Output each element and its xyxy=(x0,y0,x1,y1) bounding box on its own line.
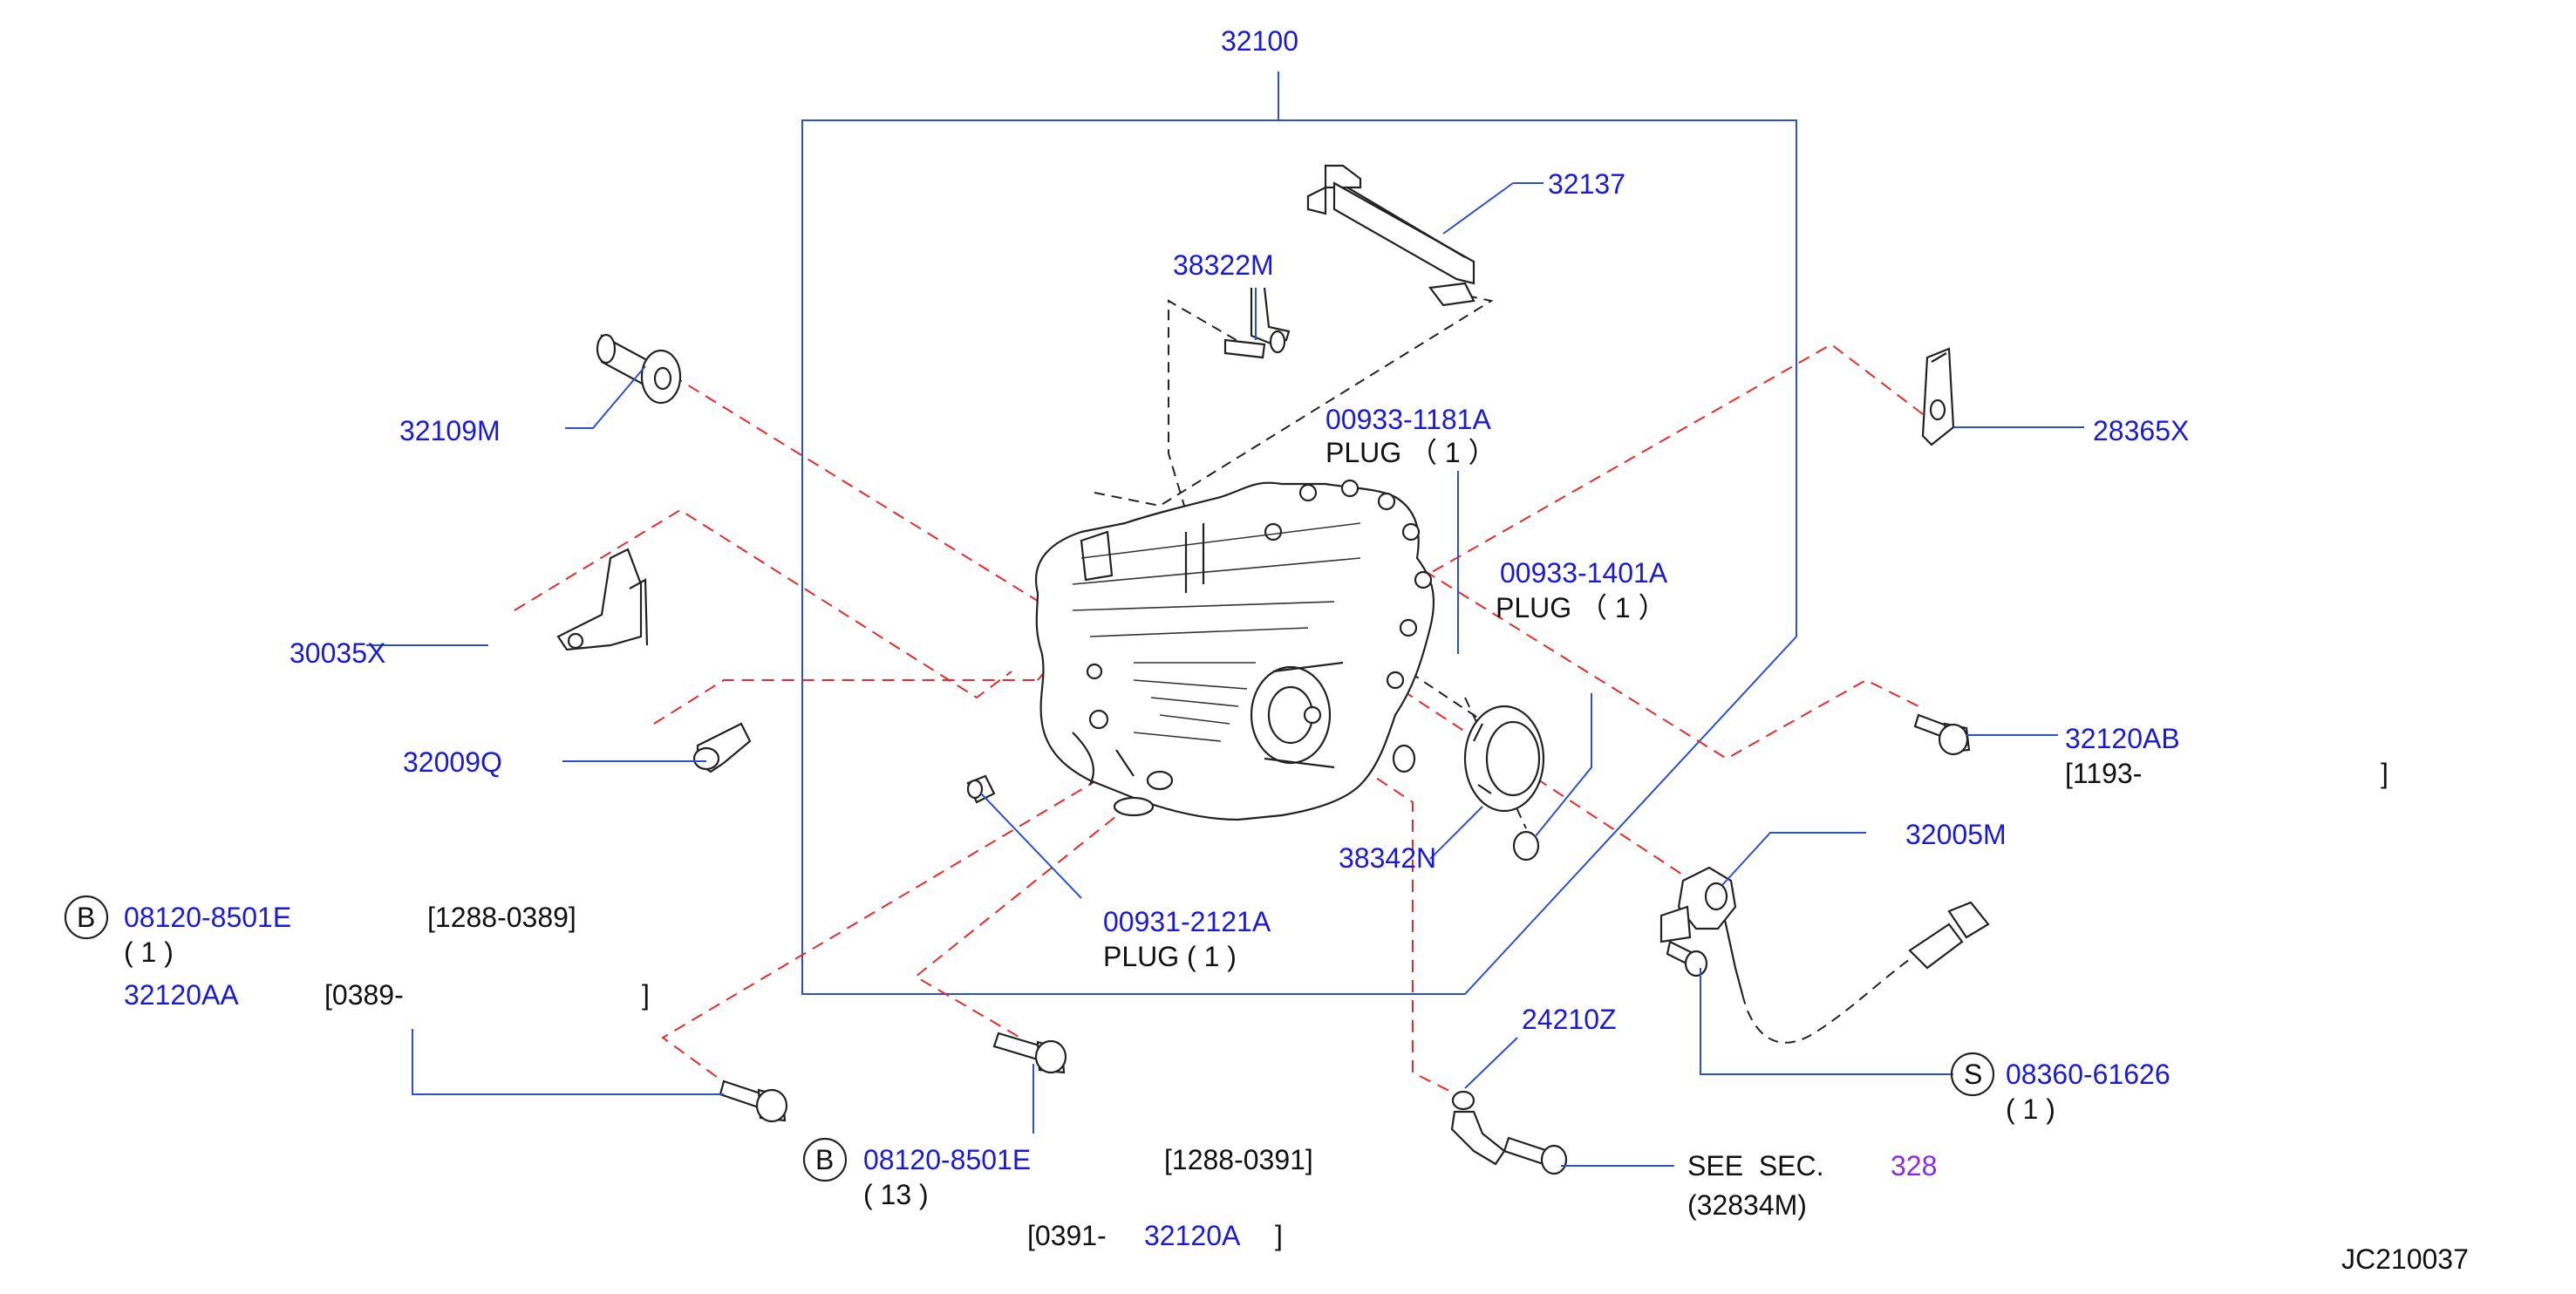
label-32120aa: 32120AA xyxy=(124,979,239,1011)
label-32005m: 32005M xyxy=(1905,819,2007,850)
label-32009q: 32009Q xyxy=(403,746,502,778)
bracket-24210z-drawing xyxy=(1450,1090,1568,1175)
assembly-outline xyxy=(801,72,1797,995)
label-00931-2121a: 00931-2121A xyxy=(1103,906,1271,937)
clip-32009q-drawing xyxy=(692,722,752,773)
bracket-28365x-drawing xyxy=(1921,347,1955,446)
bracket-32137-drawing xyxy=(1306,164,1475,307)
label-32109m: 32109M xyxy=(399,415,501,446)
label-32100: 32100 xyxy=(1221,25,1298,57)
label-32120ab-date: [1193- xyxy=(2065,758,2142,789)
leader-lines xyxy=(366,182,2084,1167)
label-plug-qty-1: PLUG （ 1 ） xyxy=(1325,437,1496,468)
section-ref-link[interactable]: 328 xyxy=(1891,1150,1937,1182)
label-plug-qty-2: PLUG （ 1 ） xyxy=(1496,592,1666,623)
label-30035x: 30035X xyxy=(290,637,385,669)
sensor-32005m-drawing xyxy=(1659,866,1990,1044)
label-32120aa-date-close: ] xyxy=(642,979,650,1011)
label-08120-8501e-a-qty: ( 1 ) xyxy=(124,936,174,968)
bolt-32120ab-drawing xyxy=(1913,713,1971,756)
bolt-lower-center-drawing xyxy=(992,1032,1067,1074)
label-08120-8501e-b-qty: ( 13 ) xyxy=(863,1179,929,1210)
plug-drawings xyxy=(966,744,1540,862)
label-08120-8501e-b-date: [1288-0391] xyxy=(1164,1144,1313,1175)
label-32120a-date: [0391- xyxy=(1027,1220,1107,1251)
screw-marker: S xyxy=(1964,1059,1982,1090)
label-32137: 32137 xyxy=(1548,168,1625,200)
label-32120aa-date: [0389- xyxy=(324,979,404,1011)
oil-seal-38342n-drawing xyxy=(1463,705,1545,813)
bolt-b2-marker: B xyxy=(815,1144,834,1175)
label-08360-61626-qty: ( 1 ) xyxy=(2006,1093,2055,1125)
label-08120-8501e-a-date: [1288-0389] xyxy=(427,902,576,933)
label-28365x: 28365X xyxy=(2093,415,2189,446)
label-plug-qty-3: PLUG ( 1 ) xyxy=(1103,941,1237,972)
label-32120a-close: ] xyxy=(1275,1220,1283,1251)
label-32120a: 32120A xyxy=(1144,1220,1241,1251)
diagram-id: JC210037 xyxy=(2341,1243,2469,1275)
labels: 32100 32137 38322M 00933-1181A PLUG （ 1 … xyxy=(77,25,2469,1275)
label-08360-61626: 08360-61626 xyxy=(2006,1059,2171,1090)
circled-markers xyxy=(64,895,1995,1182)
label-see-sec: SEE SEC. xyxy=(1687,1150,1824,1182)
label-24210z: 24210Z xyxy=(1522,1004,1617,1035)
label-00933-1181a: 00933-1181A xyxy=(1325,404,1491,435)
differential-carrier xyxy=(1035,479,1435,821)
label-08120-8501e-b: 08120-8501E xyxy=(863,1144,1031,1175)
bolt-b1-marker: B xyxy=(77,902,95,933)
breather-38322m-drawing xyxy=(1223,287,1291,359)
bolt-lower-left-drawing xyxy=(719,1079,788,1123)
label-38322m: 38322M xyxy=(1173,249,1274,281)
label-32120ab: 32120AB xyxy=(2065,723,2180,754)
label-08120-8501e-a: 08120-8501E xyxy=(124,902,291,933)
label-00933-1401a: 00933-1401A xyxy=(1500,557,1668,589)
label-38342n: 38342N xyxy=(1339,842,1436,874)
label-32120ab-date-close: ] xyxy=(2381,758,2389,789)
side-seal-32109m-drawing xyxy=(596,333,682,405)
bracket-30035x-drawing xyxy=(556,548,649,651)
label-32834m: (32834M) xyxy=(1687,1189,1807,1221)
